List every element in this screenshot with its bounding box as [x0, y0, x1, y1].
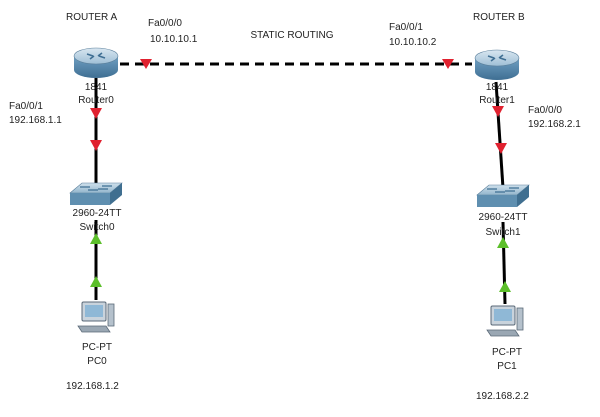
pc-name: PC1 — [497, 361, 517, 372]
pc-name: PC0 — [87, 356, 107, 367]
router-model: 1841 — [84, 82, 108, 93]
pc-model: PC-PT — [82, 342, 112, 353]
pc-icon[interactable] — [77, 301, 115, 333]
interface-label: Fa0/0/1 — [9, 101, 43, 112]
pc-ip: 192.168.2.2 — [476, 391, 529, 402]
router-b-heading: ROUTER B — [473, 12, 525, 23]
interface-ip: 192.168.2.1 — [528, 119, 581, 130]
pc-ip: 192.168.1.2 — [66, 381, 119, 392]
link-status-triangle-routerB-lan — [492, 106, 504, 117]
switch-name: Switch0 — [79, 222, 115, 233]
link-status-triangle-switch0-down — [90, 233, 102, 244]
link-status-triangle-switch0-up — [90, 140, 102, 151]
switch-icon[interactable] — [476, 184, 530, 207]
link-status-triangle-a-wan — [140, 59, 152, 69]
link-routerB-switch1 — [494, 81, 505, 189]
router-a-heading: ROUTER A — [66, 12, 118, 23]
interface-label: Fa0/0/1 — [389, 22, 423, 33]
router-icon[interactable] — [474, 49, 520, 80]
router-icon[interactable] — [73, 47, 119, 78]
switch-model: 2960-24TT — [72, 208, 122, 219]
interface-ip: 10.10.10.1 — [150, 34, 198, 45]
diagram-title: STATIC ROUTING — [250, 30, 334, 41]
link-status-triangle-b-wan — [442, 59, 454, 69]
interface-label: Fa0/0/0 — [528, 105, 562, 116]
router-name: Router1 — [479, 95, 515, 106]
link-status-triangle-pc0 — [90, 276, 102, 287]
router-model: 1841 — [485, 82, 509, 93]
router-name: Router0 — [78, 95, 114, 106]
pc-icon[interactable] — [486, 305, 524, 337]
interface-ip: 192.168.1.1 — [9, 115, 62, 126]
link-status-triangle-pc1 — [499, 281, 511, 292]
interface-ip: 10.10.10.2 — [389, 37, 437, 48]
pc-model: PC-PT — [492, 347, 522, 358]
link-status-triangle-switch1-up — [495, 143, 507, 154]
link-status-triangle-routerA-lan — [90, 108, 102, 119]
interface-label: Fa0/0/0 — [148, 18, 182, 29]
switch-model: 2960-24TT — [478, 212, 528, 223]
switch-name: Switch1 — [485, 227, 521, 238]
link-status-triangle-switch1-down — [497, 237, 509, 248]
switch-icon[interactable] — [69, 182, 123, 205]
